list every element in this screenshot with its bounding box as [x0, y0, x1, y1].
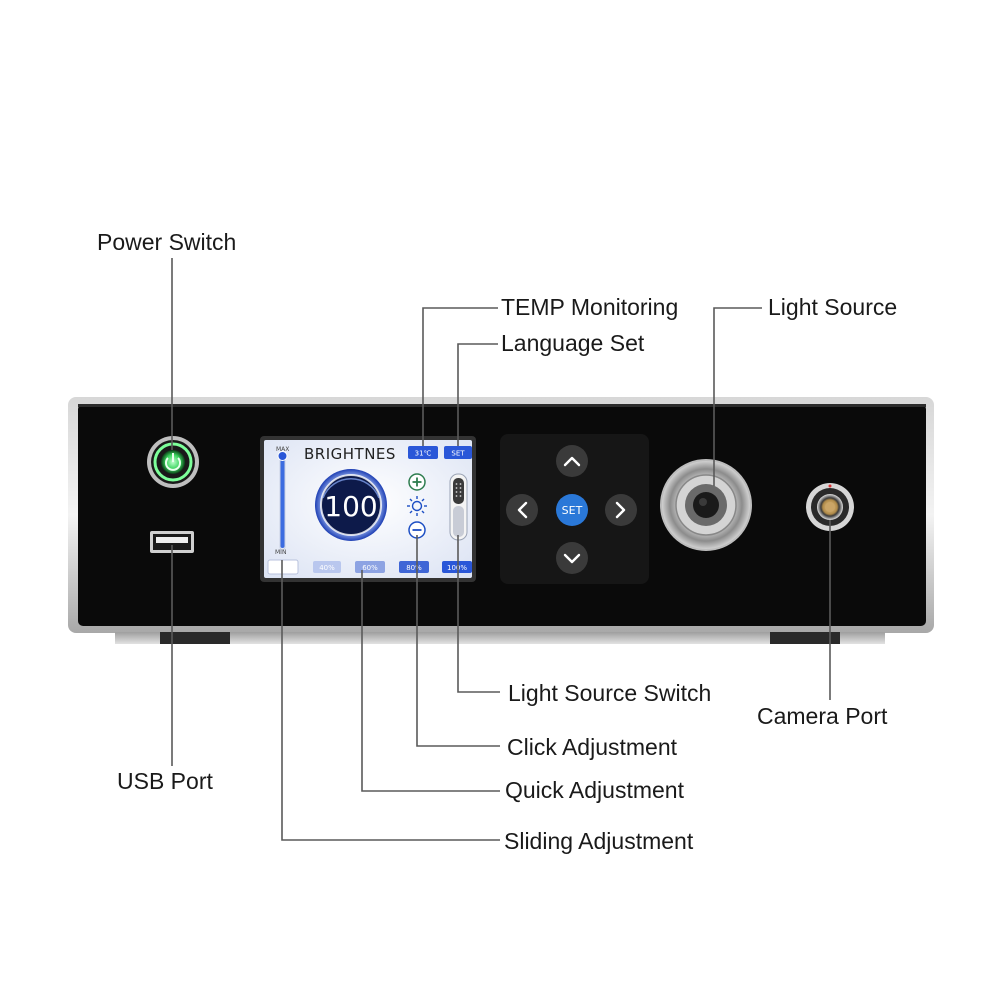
set-button[interactable]: SET	[556, 494, 588, 526]
label-usb-port: USB Port	[117, 768, 213, 794]
navigation-keypad: SET	[500, 434, 649, 584]
screen-title: BRIGHTNES	[304, 445, 396, 463]
svg-text:60%: 60%	[362, 564, 378, 572]
preset-button[interactable]: 100%	[442, 561, 472, 573]
brightness-slider-knob[interactable]	[277, 451, 288, 461]
leader-temp-monitoring	[422, 307, 498, 446]
increase-button[interactable]	[408, 473, 426, 491]
label-camera-port: Camera Port	[757, 703, 888, 729]
label-light-source: Light Source	[768, 294, 898, 320]
power-switch[interactable]	[147, 436, 199, 488]
down-button[interactable]	[556, 542, 588, 574]
preset-button[interactable]: 40%	[313, 561, 341, 573]
label-power-switch: Power Switch	[97, 229, 237, 255]
label-click-adjustment: Click Adjustment	[507, 734, 678, 760]
chevron-up-icon	[563, 456, 581, 467]
brightness-dial: 100	[315, 469, 387, 541]
svg-text:SET: SET	[562, 504, 583, 517]
plus-icon	[412, 477, 422, 487]
label-quick-adjustment: Quick Adjustment	[505, 777, 684, 803]
label-light-source-switch: Light Source Switch	[508, 680, 712, 706]
light-source-port[interactable]	[660, 459, 752, 551]
leader-sliding-adjustment	[281, 560, 500, 841]
leader-light-source-switch	[457, 535, 500, 693]
brightness-slider-fill	[280, 456, 285, 548]
callout-lines	[171, 258, 831, 841]
preset-button[interactable]	[267, 559, 299, 575]
chevron-left-icon	[517, 501, 528, 519]
leader-click-adjustment	[416, 535, 500, 747]
left-button[interactable]	[506, 494, 538, 526]
brightness-value: 100	[324, 490, 377, 523]
chevron-down-icon	[563, 553, 581, 564]
up-button[interactable]	[556, 445, 588, 477]
touch-screen[interactable]: MAX MIN BRIGHTNES 31℃ SET 100	[260, 436, 476, 582]
power-icon	[165, 453, 181, 471]
preset-button[interactable]: 80%	[399, 561, 429, 573]
label-language-set: Language Set	[501, 330, 645, 356]
label-sliding-adjustment: Sliding Adjustment	[504, 828, 694, 854]
svg-text:100%: 100%	[447, 564, 467, 572]
leader-light-source	[713, 307, 762, 486]
chevron-right-icon	[615, 501, 626, 519]
usb-port[interactable]	[150, 531, 194, 553]
min-label: MIN	[275, 549, 286, 556]
light-source-switch[interactable]	[449, 473, 468, 541]
preset-button[interactable]: 60%	[355, 561, 385, 573]
right-button[interactable]	[605, 494, 637, 526]
svg-text:40%: 40%	[319, 564, 335, 572]
set-badge[interactable]: SET	[444, 446, 472, 459]
max-label: MAX	[276, 446, 289, 453]
svg-text:SET: SET	[451, 450, 465, 458]
svg-text:31℃: 31℃	[415, 450, 432, 458]
temp-badge: 31℃	[408, 446, 438, 459]
leader-quick-adjustment	[361, 570, 500, 792]
leader-language-set	[457, 343, 498, 446]
svg-text:80%: 80%	[406, 564, 422, 572]
label-temp-monitoring: TEMP Monitoring	[501, 294, 679, 320]
sun-icon	[407, 496, 427, 516]
camera-port[interactable]	[806, 483, 854, 531]
